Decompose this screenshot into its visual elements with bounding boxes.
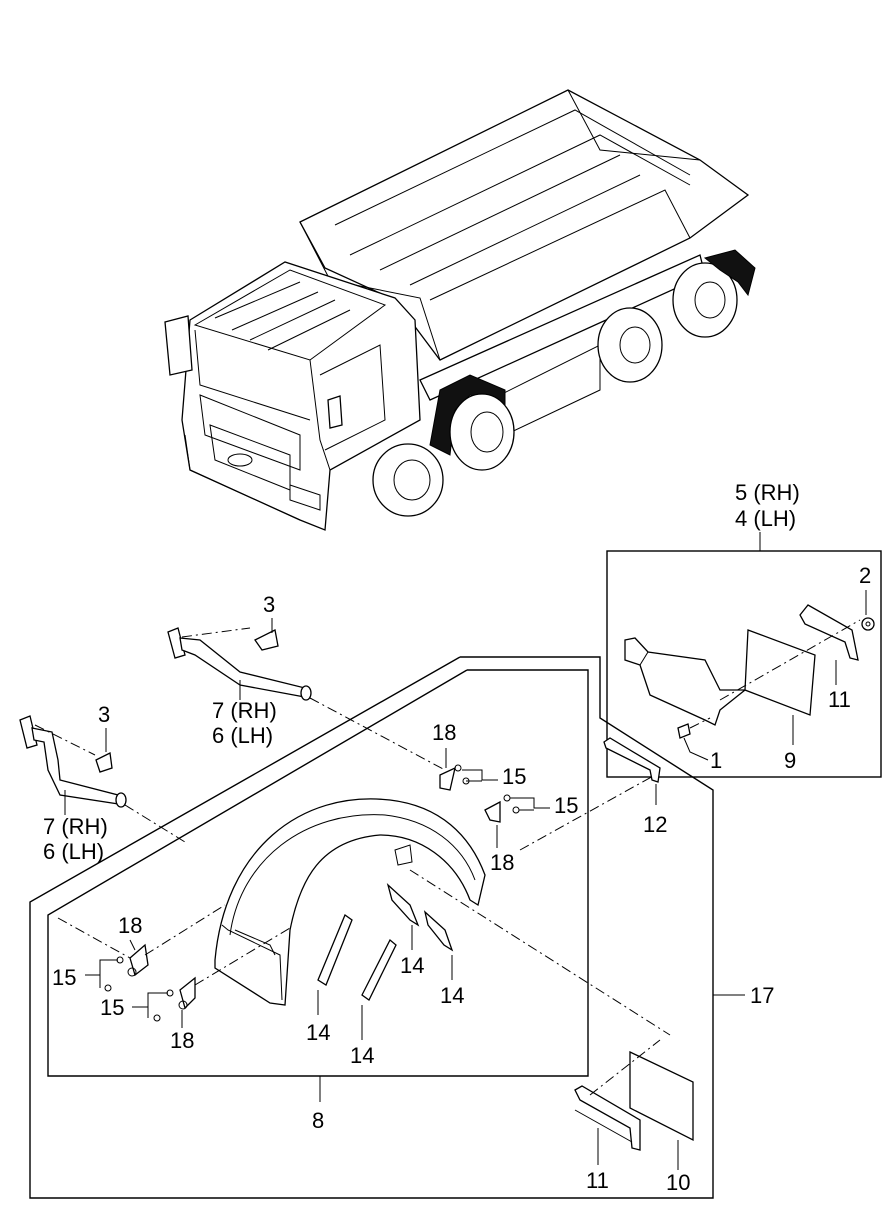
callout-14-d: 14 xyxy=(440,983,464,1008)
callout-15-top: 15 xyxy=(502,764,526,789)
callout-6-lower: 6 (LH) xyxy=(43,839,104,864)
fender-stay-lower: 3 7 (RH) 6 (LH) xyxy=(19,702,186,864)
callout-11-inset: 11 xyxy=(828,687,851,712)
callout-9: 9 xyxy=(784,748,796,773)
reflector-callouts: 14 14 14 14 xyxy=(306,925,464,1068)
callout-6-upper: 6 (LH) xyxy=(212,723,273,748)
dump-truck-illustration xyxy=(164,89,756,531)
callout-2: 2 xyxy=(859,563,871,588)
callout-7-upper: 7 (RH) xyxy=(212,698,277,723)
rear-fender xyxy=(214,798,671,1036)
callout-5: 5 (RH) xyxy=(735,480,800,505)
bracket-plate-12: 12 xyxy=(603,737,667,837)
callout-10: 10 xyxy=(666,1170,690,1195)
callout-15-left-top: 15 xyxy=(52,965,76,990)
fender-assembly-outline: 17 xyxy=(29,656,774,1199)
callout-14-c: 14 xyxy=(400,953,424,978)
mud-flap-lower: 11 10 xyxy=(574,1039,694,1195)
callout-11-lower: 11 xyxy=(586,1168,609,1193)
callout-12: 12 xyxy=(643,812,667,837)
callout-8: 8 xyxy=(312,1108,324,1133)
callout-18-left-bottom: 18 xyxy=(170,1028,194,1053)
fender-clips: 18 15 15 18 18 15 15 18 xyxy=(52,720,656,1053)
callout-18-left-top: 18 xyxy=(118,913,142,938)
fender-outline: 8 xyxy=(47,669,589,1133)
fender-stay-upper: 3 7 (RH) 6 (LH) xyxy=(167,592,446,771)
callout-18-mid: 18 xyxy=(490,850,514,875)
callout-4: 4 (LH) xyxy=(735,506,796,531)
callout-1: 1 xyxy=(710,748,722,773)
callout-17: 17 xyxy=(750,983,774,1008)
mudguard-assembly-inset: 5 (RH) 4 (LH) 2 11 9 1 xyxy=(606,480,882,778)
callout-7-lower: 7 (RH) xyxy=(43,814,108,839)
callout-15-left-bottom: 15 xyxy=(100,995,124,1020)
callout-18-top: 18 xyxy=(432,720,456,745)
callout-3-upper: 3 xyxy=(263,592,275,617)
callout-15-mid: 15 xyxy=(554,793,578,818)
callout-3-lower: 3 xyxy=(98,702,110,727)
callout-14-a: 14 xyxy=(306,1020,330,1045)
callout-14-b: 14 xyxy=(350,1043,374,1068)
